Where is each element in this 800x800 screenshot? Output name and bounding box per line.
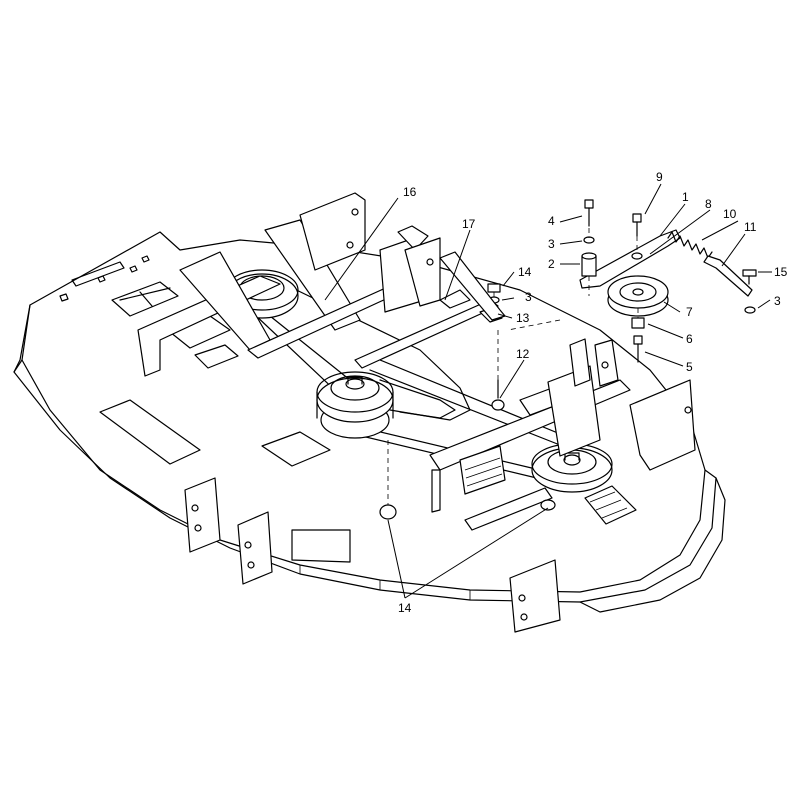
callout-1: 1 [682,190,689,204]
callout-6: 6 [686,332,693,346]
callout-4: 4 [548,214,555,228]
deck-frame [137,192,696,633]
callout-9: 9 [656,170,663,184]
callout-3-center: 3 [525,290,532,304]
callout-14-upper: 14 [518,265,532,279]
callout-labels: 16 17 9 1 8 10 11 4 3 2 14 3 13 15 3 7 6… [398,170,788,615]
callout-10: 10 [723,207,737,221]
callout-2: 2 [548,257,555,271]
callout-3-right: 3 [774,294,781,308]
callout-5: 5 [686,360,693,374]
leader-lines [324,183,772,599]
right-spindle-pulley [531,443,613,493]
callout-14-lower: 14 [398,601,412,615]
callout-17: 17 [462,217,476,231]
callout-11: 11 [744,220,757,234]
callout-8: 8 [705,197,712,211]
callout-7: 7 [686,305,693,319]
callout-3-upper: 3 [548,237,555,251]
callout-13: 13 [516,311,530,325]
callout-16: 16 [403,185,417,199]
callout-15: 15 [774,265,788,279]
center-spindle-pulley [316,371,394,439]
callout-12: 12 [516,347,530,361]
explode-guides [387,228,639,505]
